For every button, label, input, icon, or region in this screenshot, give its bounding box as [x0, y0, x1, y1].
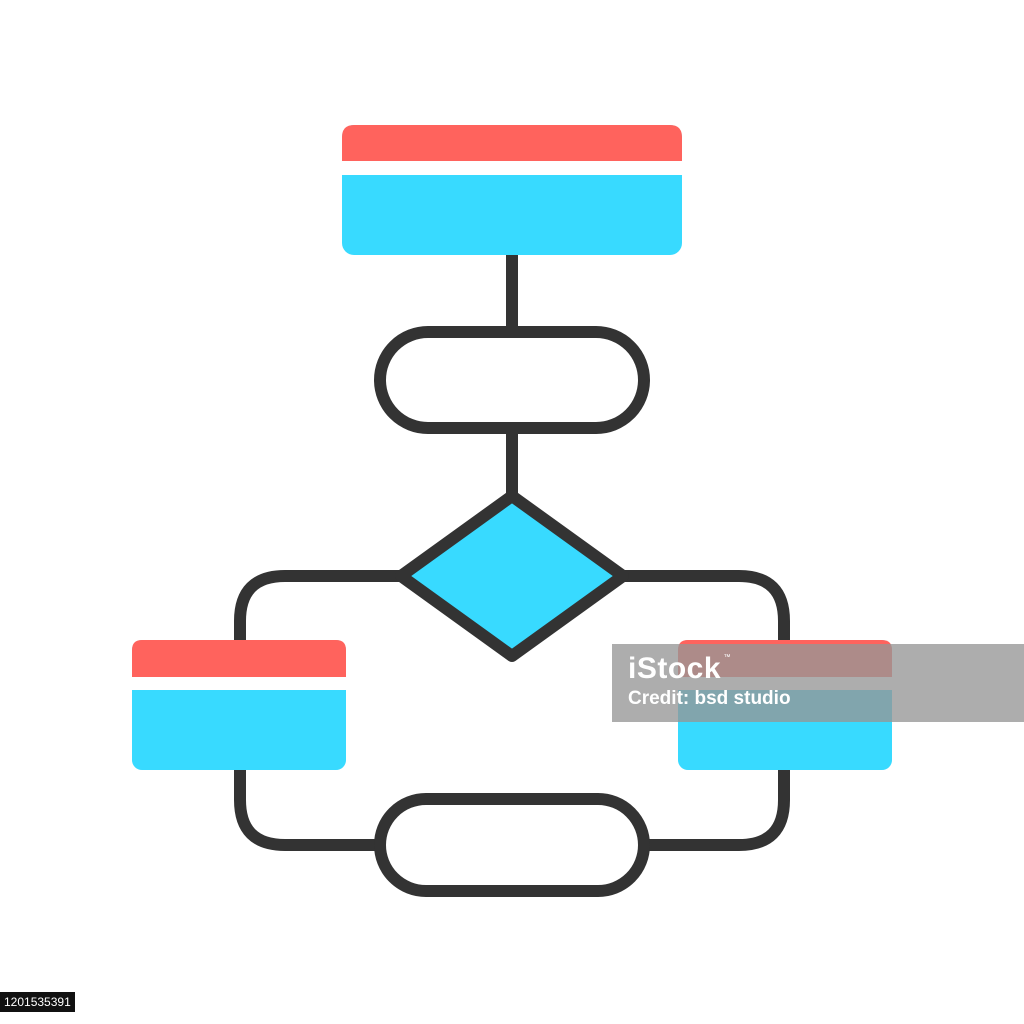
stock-id-label: 1201535391 [0, 992, 75, 1012]
connector-right-box-to-bottom-terminal [638, 764, 790, 851]
top-process-box [342, 125, 682, 255]
terminator-pill-bottom [374, 793, 650, 897]
connector-left-box-to-bottom-terminal [234, 764, 386, 851]
watermark-credit: Credit: bsd studio [628, 688, 791, 709]
top-process-box-header [342, 125, 682, 161]
watermark-brand-text: iStock [628, 652, 722, 685]
left-process-box-header [132, 640, 346, 677]
connector-decision-to-right-box [618, 570, 790, 648]
left-process-box [132, 640, 346, 770]
decision-diamond [395, 490, 629, 662]
connector-decision-to-left-box [234, 570, 406, 648]
watermark-trademark: ™ [723, 654, 732, 661]
terminator-pill-top [374, 326, 650, 434]
left-process-box-divider [132, 677, 346, 690]
connector-lines [234, 248, 790, 851]
top-process-box-divider [342, 161, 682, 175]
